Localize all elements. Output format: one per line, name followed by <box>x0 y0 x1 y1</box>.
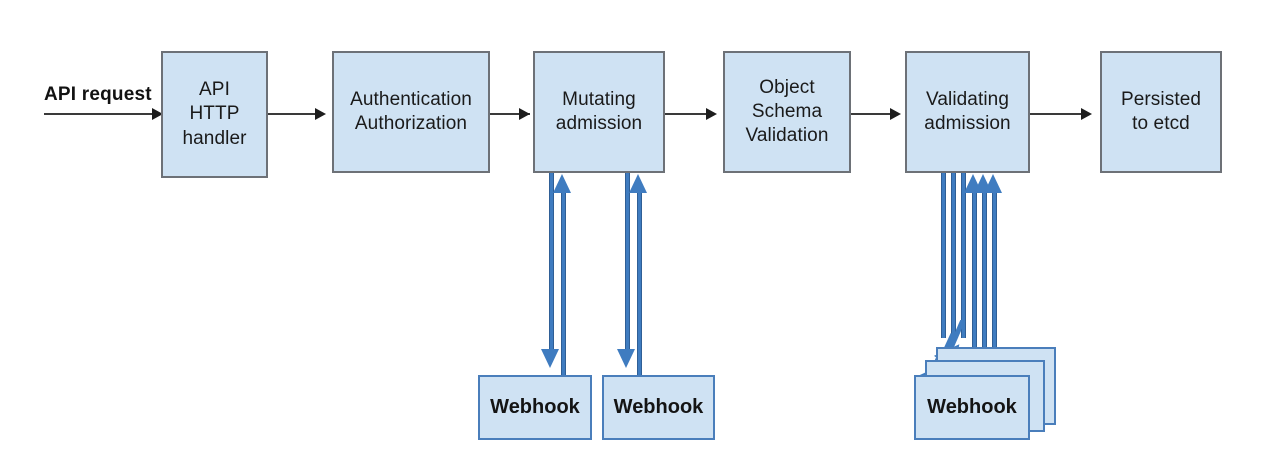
api-request-label: API request <box>44 84 152 105</box>
webhook-box-validating-front-label: Webhook <box>927 396 1017 418</box>
node-validating-admission[interactable]: Validating admission <box>905 51 1030 173</box>
connector-2-3-line <box>490 113 530 115</box>
node-authentication-authorization[interactable]: Authentication Authorization <box>332 51 490 173</box>
arrow-mutating-to-webhook-1-shaft <box>549 173 554 353</box>
node-mutating-admission[interactable]: Mutating admission <box>533 51 665 173</box>
arrow-mutating-to-webhook-1-head <box>541 349 559 368</box>
connector-3-4-line <box>665 113 713 115</box>
node-api-http-handler-label: API HTTP handler <box>182 79 247 149</box>
connector-1-2-arrowhead <box>315 108 326 120</box>
arrow-webhook-1-to-mutating-shaft <box>561 192 566 375</box>
connector-3-4-arrowhead <box>706 108 717 120</box>
webhook-box-mutating-1-label: Webhook <box>490 396 580 418</box>
webhook-box-mutating-1[interactable]: Webhook <box>478 375 592 440</box>
arrow-webhook-2-to-validating-shaft <box>982 192 987 380</box>
arrow-mutating-to-webhook-2-head <box>617 349 635 368</box>
arrow-webhook-2-to-mutating-head <box>629 174 647 193</box>
arrow-webhook-1-to-mutating-head <box>553 174 571 193</box>
connector-1-2-line <box>268 113 317 115</box>
arrow-webhook-1-to-validating-shaft <box>972 192 977 388</box>
webhook-box-mutating-2-label: Webhook <box>613 396 704 418</box>
connector-api-request-arrowhead <box>152 108 163 120</box>
connector-4-5-line <box>851 113 896 115</box>
node-persisted-to-etcd[interactable]: Persisted to etcd <box>1100 51 1222 173</box>
node-validating-admission-label: Validating admission <box>924 88 1011 134</box>
arrow-webhook-3-to-validating-shaft <box>992 192 997 372</box>
connector-4-5-arrowhead <box>890 108 901 120</box>
node-mutating-admission-label: Mutating admission <box>555 88 643 134</box>
arrow-validating-to-webhook-2-shaft <box>951 173 956 338</box>
connector-2-3-arrowhead <box>519 108 530 120</box>
arrow-validating-to-webhook-3-shaft <box>961 173 966 338</box>
connector-5-6-arrowhead <box>1081 108 1092 120</box>
arrow-validating-to-webhook-1-shaft <box>941 173 946 338</box>
node-authentication-authorization-label: Authentication Authorization <box>350 88 472 134</box>
webhook-box-mutating-2[interactable]: Webhook <box>602 375 715 440</box>
connector-api-request-line <box>44 113 154 115</box>
node-object-schema-validation-label: Object Schema Validation <box>745 76 829 147</box>
connector-5-6-line <box>1030 113 1085 115</box>
arrow-webhook-3-to-validating-head <box>984 174 1002 193</box>
webhook-box-validating-front[interactable]: Webhook <box>914 375 1030 440</box>
node-object-schema-validation[interactable]: Object Schema Validation <box>723 51 851 173</box>
node-persisted-to-etcd-label: Persisted to etcd <box>1120 88 1202 134</box>
arrow-webhook-2-to-mutating-shaft <box>637 192 642 375</box>
arrow-mutating-to-webhook-2-shaft <box>625 173 630 353</box>
node-api-http-handler[interactable]: API HTTP handler <box>161 51 268 178</box>
